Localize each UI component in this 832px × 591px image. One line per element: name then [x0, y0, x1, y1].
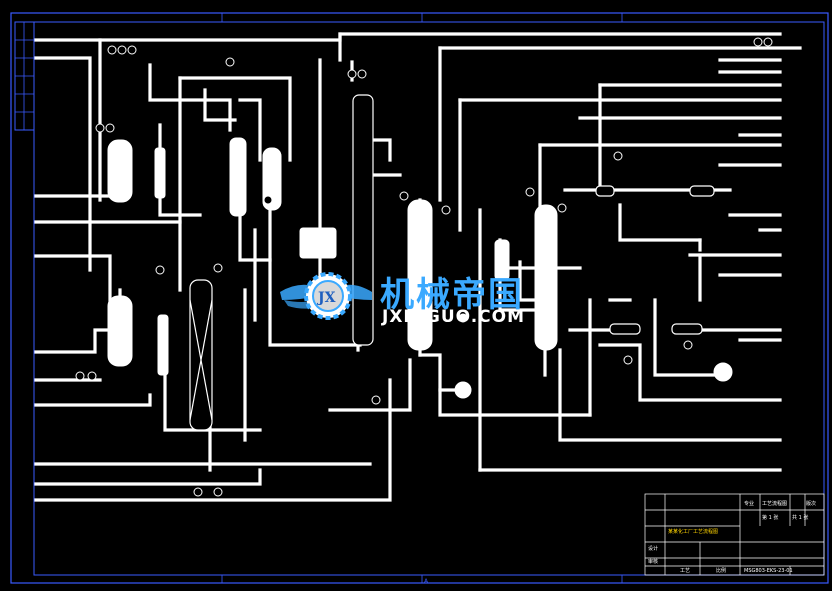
instrument-pi — [357, 69, 367, 79]
watermark-logo-text: JX — [316, 290, 336, 306]
exchanger-e102 — [157, 314, 169, 376]
title-drawing-number: MSG803-EKS-23-01 — [744, 568, 793, 574]
exchanger-e105 — [609, 323, 641, 335]
instrument-ti — [347, 69, 357, 79]
instrument-pi — [399, 191, 409, 201]
exchanger-e101 — [154, 147, 166, 199]
title-row-review: 审核 — [648, 558, 658, 565]
title-row-process: 工艺 — [680, 568, 690, 574]
title-row-design: 设计 — [648, 545, 658, 552]
instrument-fic — [155, 265, 165, 275]
instrument-fi — [263, 195, 273, 205]
title-block: 某某化工厂工艺流程图 设计 审核 工艺 比例 专业 工艺流程图 第 1 张 共 … — [644, 493, 825, 576]
instrument-ti — [613, 151, 623, 161]
equipment — [107, 94, 733, 431]
instrument-fi — [213, 487, 223, 497]
column-t104 — [407, 199, 433, 351]
instrument-pi — [753, 37, 763, 47]
pump-p102 — [713, 362, 733, 382]
column-t102 — [229, 137, 247, 217]
vessel-v103 — [262, 147, 282, 211]
drawing-frame: A — [10, 12, 829, 585]
zone-letter-bottom: A — [424, 578, 429, 585]
instrument-ti — [441, 205, 451, 215]
instrument-fi — [763, 37, 773, 47]
instrument-pi — [525, 187, 535, 197]
title-cell-rev: 版次 — [806, 500, 816, 507]
instrument-pi — [75, 371, 85, 381]
title-row-scale: 比例 — [716, 567, 726, 574]
inner-border — [33, 21, 825, 576]
pump-p101 — [454, 381, 472, 399]
instrument-lic — [213, 263, 223, 273]
exchanger-e104 — [689, 185, 715, 197]
vessel-v102 — [107, 295, 133, 367]
instrument-ti — [623, 355, 633, 365]
instrument-ti — [117, 45, 127, 55]
outer-border — [10, 12, 829, 584]
column-t101 — [189, 279, 213, 431]
valve-fv101 — [458, 313, 468, 323]
vessel-v104 — [494, 239, 510, 281]
watermark: JX 机械帝国 JXDIGUO.COM — [280, 272, 525, 327]
title-cell-sheet: 第 1 张 — [762, 514, 778, 521]
instrument-ti — [371, 395, 381, 405]
title-cell-discipline: 专业 — [744, 500, 754, 507]
instrument-pi — [105, 123, 115, 133]
watermark-en-text: JXDIGUO.COM — [381, 307, 525, 327]
title-block-title: 某某化工厂工艺流程图 — [668, 528, 718, 535]
instrument-fi — [127, 45, 137, 55]
instrument-pi — [107, 45, 117, 55]
column-t103 — [352, 94, 374, 346]
watermark-cn-text: 机械帝国 — [380, 275, 524, 315]
instrument-ti — [87, 371, 97, 381]
instruments — [75, 37, 773, 497]
title-block-frame — [644, 493, 825, 576]
title-cell-total: 共 1 张 — [792, 514, 808, 521]
title-cell-name: 工艺流程图 — [762, 500, 787, 507]
vessel-v101 — [107, 139, 133, 203]
instrument-fi — [193, 487, 203, 497]
column-t105 — [534, 204, 558, 351]
exchanger-e103 — [595, 185, 615, 197]
instrument-li — [95, 123, 105, 133]
instrument-ti — [557, 203, 567, 213]
reactor-r101 — [299, 227, 337, 259]
instrument-ti — [225, 57, 235, 67]
instrument-pi — [683, 340, 693, 350]
exchanger-e106 — [671, 323, 703, 335]
